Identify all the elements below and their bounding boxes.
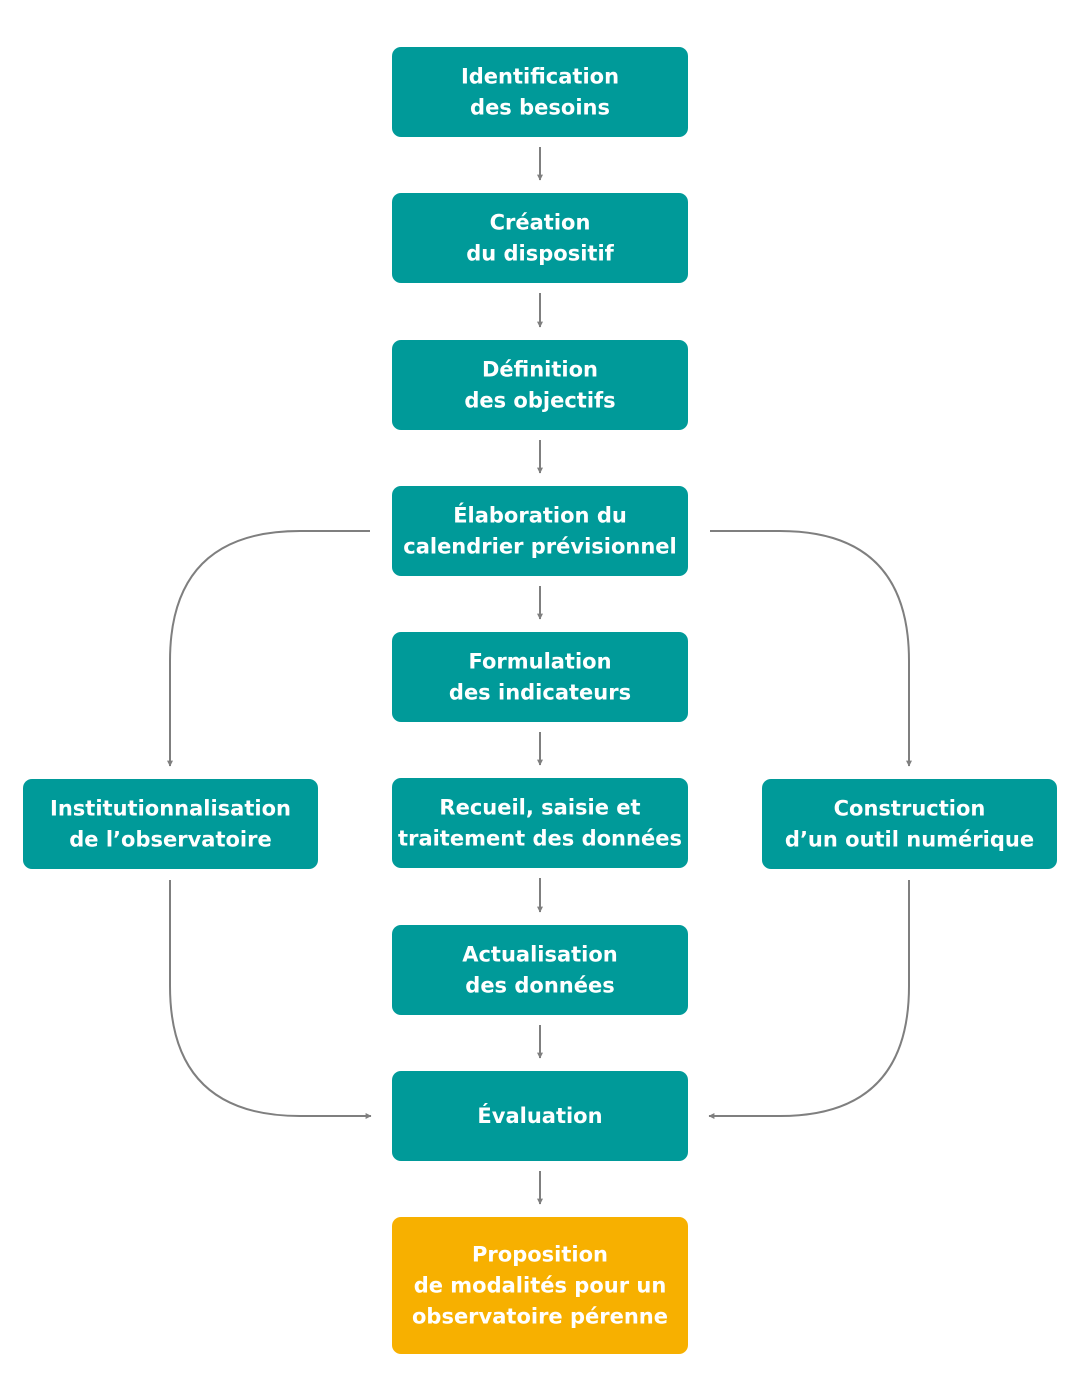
step-label-evaluation-line-1: Évaluation: [477, 1103, 602, 1128]
step-label-proposition-line-2: de modalités pour un: [414, 1274, 667, 1298]
step-label-definition-line-2: des objectifs: [464, 389, 615, 413]
step-elaboration: Élaboration du calendrier prévisionnel: [392, 486, 688, 576]
step-box-formulation: [392, 632, 688, 722]
step-box-actualisation: [392, 925, 688, 1015]
step-label-elaboration-line-2: calendrier prévisionnel: [403, 535, 677, 559]
step-box-proposition: [392, 1217, 688, 1354]
step-box-identification: [392, 47, 688, 137]
step-label-actualisation-line-2: des données: [465, 974, 614, 998]
step-label-recueil-line-2: traitement des données: [398, 827, 682, 851]
step-evaluation: Évaluation: [392, 1071, 688, 1161]
step-label-creation-line-1: Création: [490, 211, 591, 235]
step-label-formulation-line-2: des indicateurs: [449, 681, 631, 705]
step-label-construction-line-1: Construction: [834, 797, 986, 821]
step-label-actualisation-line-1: Actualisation: [462, 943, 618, 967]
step-label-recueil-line-1: Recueil, saisie et: [439, 796, 640, 820]
step-box-creation: [392, 193, 688, 283]
step-box-elaboration: [392, 486, 688, 576]
arrow-institutionnalisation-to-evaluation: [169, 880, 372, 1119]
step-label-proposition-line-3: observatoire pérenne: [412, 1305, 668, 1329]
step-formulation: Formulation des indicateurs: [392, 632, 688, 722]
step-box-construction: [762, 779, 1057, 869]
step-construction: Construction d’un outil numérique: [762, 779, 1057, 869]
step-label-formulation-line-1: Formulation: [468, 650, 611, 674]
step-label-construction-line-2: d’un outil numérique: [785, 828, 1034, 852]
step-label-institutionnalisation-line-1: Institutionnalisation: [50, 797, 291, 821]
step-recueil: Recueil, saisie et traitement des données: [392, 778, 688, 868]
step-label-creation-line-2: du dispositif: [466, 242, 614, 266]
step-definition: Définition des objectifs: [392, 340, 688, 430]
step-identification: Identification des besoins: [392, 47, 688, 137]
step-label-identification-line-1: Identification: [461, 65, 619, 89]
step-label-definition-line-1: Définition: [482, 358, 598, 382]
step-box-evaluation: [392, 1071, 688, 1161]
connectors: [167, 147, 912, 1205]
step-box-institutionnalisation: [23, 779, 318, 869]
arrow-elaboration-to-institutionnalisation: [167, 530, 370, 767]
arrow-construction-to-evaluation: [708, 880, 910, 1119]
step-proposition: Proposition de modalités pour un observato…: [392, 1217, 688, 1354]
step-institutionnalisation: Institutionnalisation de l’observatoire: [23, 779, 318, 869]
arrow-elaboration-to-construction: [710, 530, 912, 767]
step-actualisation: Actualisation des données: [392, 925, 688, 1015]
step-creation: Création du dispositif: [392, 193, 688, 283]
step-box-definition: [392, 340, 688, 430]
step-label-identification-line-2: des besoins: [470, 96, 610, 120]
step-box-recueil: [392, 778, 688, 868]
step-label-institutionnalisation-line-2: de l’observatoire: [69, 828, 271, 852]
step-label-proposition-line-1: Proposition: [472, 1243, 608, 1267]
step-label-elaboration-line-1: Élaboration du: [453, 503, 627, 528]
